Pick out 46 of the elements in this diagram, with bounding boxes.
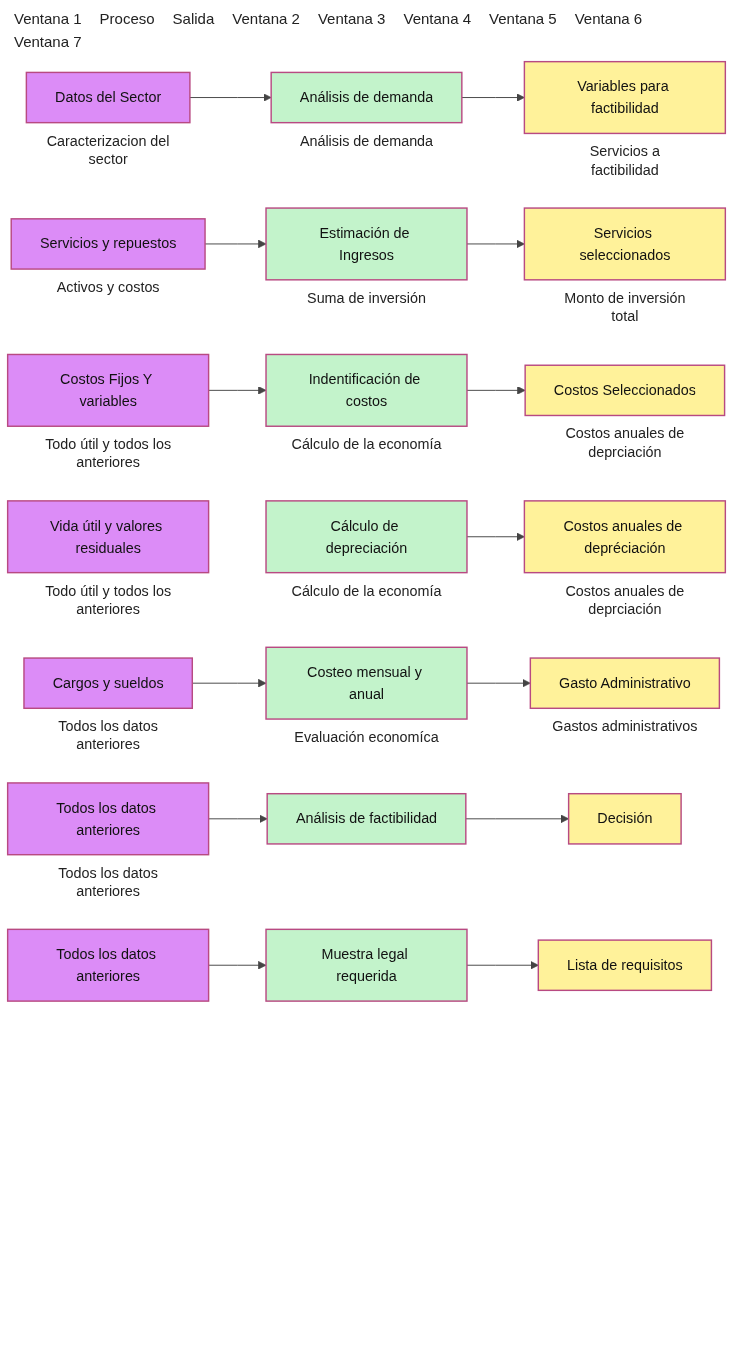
label-text: Ventana 5 [489, 10, 557, 27]
node-box: Vida útil y valores residuales [6, 500, 210, 574]
node-caption: Todos los datos anteriores [58, 718, 158, 753]
node-box: Costeo mensual y anual [265, 646, 468, 720]
label-text: Ventana 7 [14, 33, 82, 50]
label-text: Ventana 3 [317, 10, 386, 27]
node-caption: Gastos administrativos [552, 718, 698, 735]
label-text: Ventana 2 [232, 10, 300, 27]
node-caption: Servicios a factibilidad [589, 143, 660, 178]
node-caption: Todo útil y todos los anteriores [45, 436, 172, 471]
node-box: Gasto Administrativo [529, 657, 721, 709]
node-box: Todos los datos anteriores [6, 928, 210, 1002]
node-box: Costos Seleccionados [524, 364, 726, 417]
label-text: Ventana 1 [14, 10, 82, 27]
node-caption: Cálculo de la economía [291, 582, 442, 599]
node-box: Lista de requisitos [537, 939, 713, 992]
node-caption: Evaluación economíca [294, 729, 439, 745]
label-text: Ventana 4 [403, 10, 472, 27]
node-box: Datos del Sector [25, 71, 191, 124]
node-caption: Monto de inversión total [564, 289, 686, 324]
node-box: Indentificación de costos [265, 353, 468, 427]
node-box: Cargos y sueldos [23, 657, 193, 709]
node-box: Muestra legal requerida [265, 928, 468, 1002]
node-caption: Análisis de demanda [299, 132, 434, 149]
node-box: Servicios seleccionados [523, 207, 727, 281]
node-caption: Caracterizacion del sector [46, 132, 170, 167]
node-caption: Suma de inversión [307, 289, 426, 306]
node-box: Servicios y repuestos [10, 218, 206, 270]
node-box: Costos anuales de depréciación [523, 500, 727, 574]
node-caption: Costos anuales de deprciación [565, 425, 685, 460]
node-box: Análisis de factibilidad [266, 793, 467, 845]
node-box: Estimación de Ingresos [265, 207, 468, 281]
node-box: Análisis de demanda [270, 71, 463, 124]
label-text: Ventana 6 [574, 10, 643, 27]
label-text: Proceso [99, 10, 155, 27]
node-box: Variables para factibilidad [523, 60, 727, 135]
node-caption: Costos anuales de deprciación [565, 582, 685, 617]
node-caption: Todos los datos anteriores [58, 864, 158, 899]
node-box: Costos Fijos Y variables [6, 353, 210, 427]
label-text: Salida [172, 10, 215, 27]
node-box: Todos los datos anteriores [6, 782, 210, 856]
node-caption: Activos y costos [56, 279, 160, 296]
node-caption: Todo útil y todos los anteriores [45, 582, 172, 617]
node-caption: Cálculo de la economía [291, 436, 442, 453]
node-box: Decisión [567, 793, 682, 845]
node-box: Cálculo de depreciación [265, 500, 468, 574]
